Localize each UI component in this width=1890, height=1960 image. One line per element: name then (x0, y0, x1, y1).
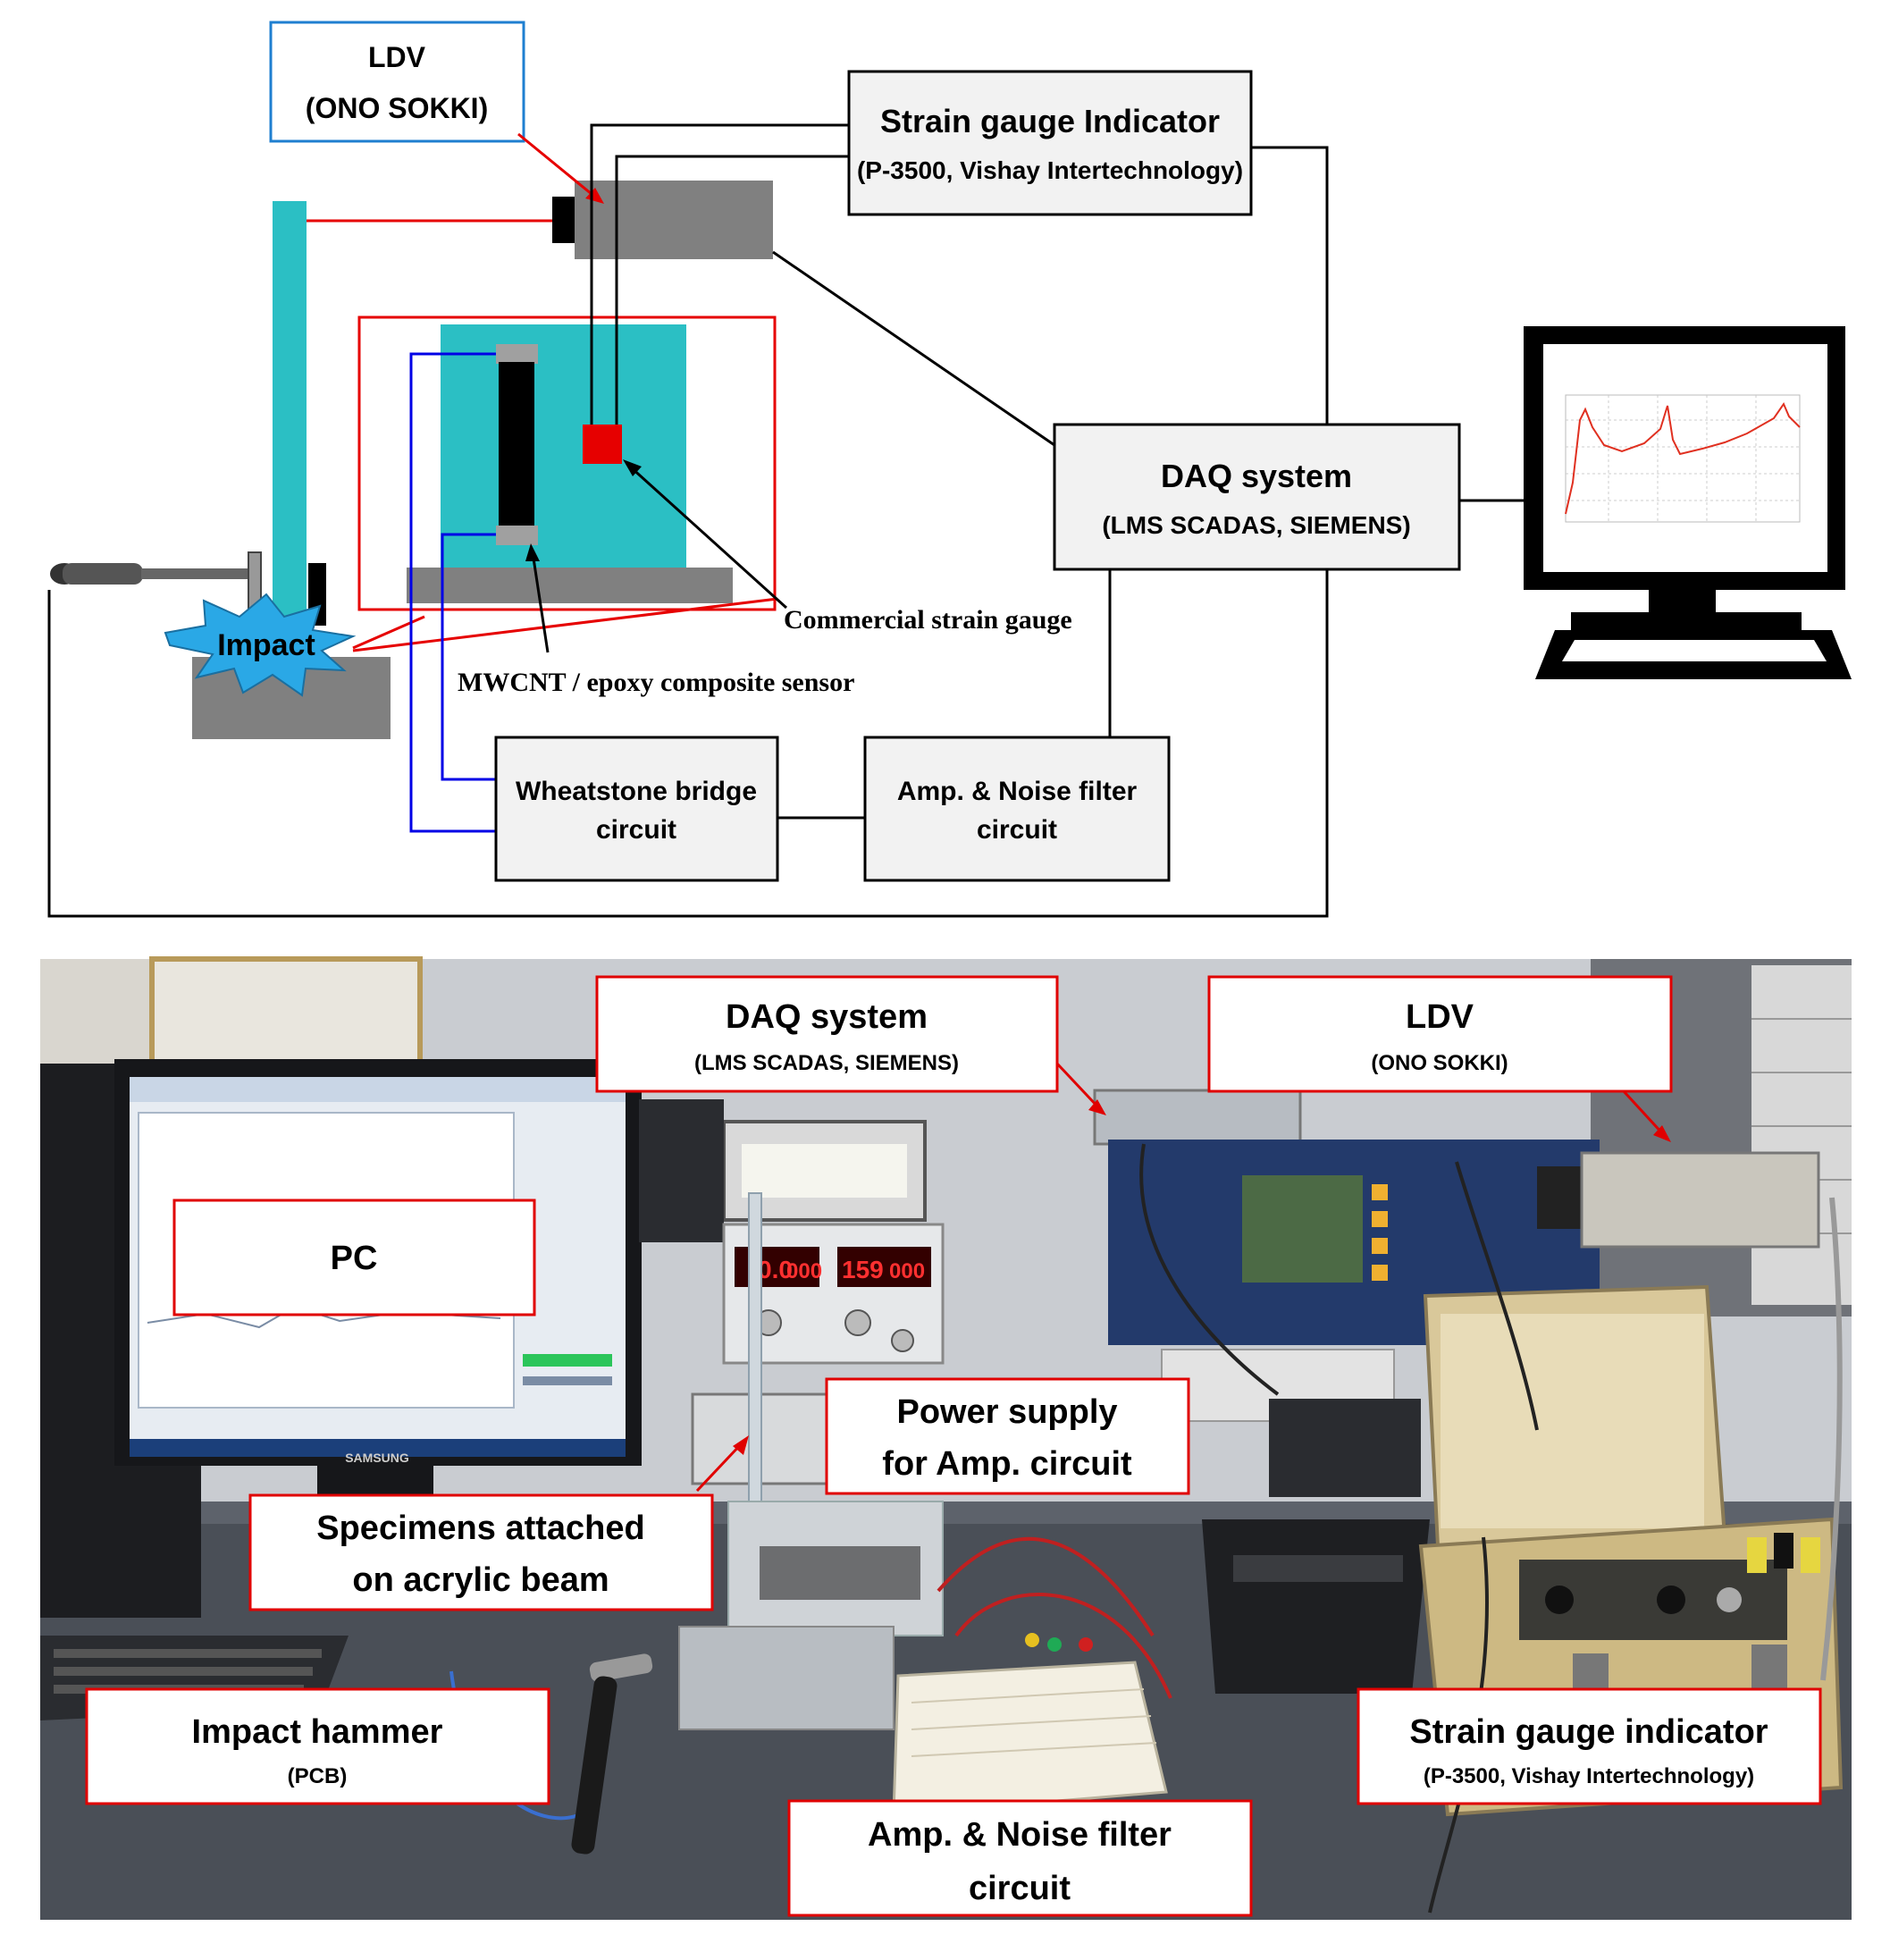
ldv-label-box (269, 21, 525, 143)
readout-left: 0.0 (758, 1256, 793, 1283)
photo-ldv-subtitle: (ONO SOKKI) (1371, 1051, 1508, 1075)
ldv-head (575, 181, 773, 259)
schematic-diagram: Impact LDV (ONO SOKKI) Strain gauge Indi… (47, 21, 1852, 918)
mwcnt-sensor-cap-bottom (496, 526, 538, 545)
daq-instrument (1093, 1089, 1600, 1422)
specimen-plate (441, 324, 686, 576)
frequency-response-curve (1565, 401, 1801, 515)
mwcnt-sensor-cap-top (496, 344, 538, 364)
commercial-gauge-arrowhead (623, 459, 642, 476)
impact-line-2 (352, 597, 778, 652)
commercial-gauge-pointer (628, 465, 788, 610)
photo-strain-title: Strain gauge indicator (1409, 1713, 1768, 1751)
amp-box (863, 736, 1171, 882)
photo-power-line2: for Amp. circuit (882, 1445, 1132, 1483)
mwcnt-pointer (531, 551, 550, 653)
wheatstone-line2: circuit (596, 815, 676, 845)
impact-burst-icon (164, 593, 357, 697)
ldv-head-lens (552, 197, 575, 243)
gauge-wire-1 (590, 123, 849, 425)
base-loop-wire (47, 146, 1329, 918)
photo-amp-line2: circuit (969, 1870, 1071, 1907)
photo-daq-title: DAQ system (726, 998, 928, 1036)
ldv-title: LDV (368, 41, 426, 73)
indicator-daq-wire (1251, 147, 1327, 425)
acrylic-beam (273, 201, 307, 666)
wheatstone-box (494, 736, 779, 882)
readout-right: 159 (842, 1256, 884, 1283)
monitor-brand: SAMSUNG (345, 1451, 409, 1465)
photo-daq-subtitle: (LMS SCADAS, SIEMENS) (694, 1051, 959, 1075)
mwcnt-sensor (499, 362, 534, 527)
readout-left2: 000 (786, 1259, 822, 1283)
label-amp-circuit: Amp. & Noise filter circuit (787, 1799, 1253, 1917)
photo-specimens-line1: Specimens attached (316, 1510, 644, 1547)
wheatstone-line1: Wheatstone bridge (516, 777, 757, 806)
daq-title: DAQ system (1161, 458, 1352, 494)
impact-line-1 (352, 615, 425, 650)
photo-hammer-title: Impact hammer (192, 1713, 443, 1751)
window-frame (149, 956, 423, 1069)
speaker-grille (639, 1099, 724, 1242)
photo-strain-subtitle: (P-3500, Vishay Intertechnology) (1424, 1764, 1754, 1788)
strain-indicator-box (847, 70, 1253, 216)
photo-hammer-subtitle: (PCB) (288, 1764, 348, 1788)
sensor-wire-blue-1 (409, 352, 496, 833)
breadboard (892, 1633, 1168, 1816)
strain-indicator-title: Strain gauge Indicator (880, 103, 1220, 139)
strain-indicator-case (1418, 1284, 1844, 1817)
acrylic-beam-specimens (678, 1192, 944, 1730)
amp-line2: circuit (977, 815, 1057, 845)
photo-pc-label: PC (331, 1240, 378, 1277)
pc-monitor-icon (1524, 326, 1852, 679)
photo-impact-hammer (571, 1653, 653, 1855)
strain-indicator-subtitle: (P-3500, Vishay Intertechnology) (857, 156, 1243, 184)
sensor-wire-blue-2 (441, 533, 496, 781)
keyboard-keys (54, 1649, 322, 1694)
daq-box (1053, 423, 1461, 571)
photo-ldv-title: LDV (1406, 998, 1474, 1036)
ldv-subtitle: (ONO SOKKI) (306, 92, 488, 124)
label-specimens: Specimens attached on acrylic beam (248, 1435, 749, 1611)
ldv-pointer-arrowhead (585, 188, 604, 204)
commercial-gauge-label: Commercial strain gauge (784, 605, 1072, 635)
label-impact-hammer: Impact hammer (PCB) (85, 1687, 550, 1805)
amp-line1: Amp. & Noise filter (897, 777, 1138, 806)
base-plate (407, 568, 733, 603)
fixture-frame (357, 315, 777, 611)
panel-meter-display (742, 1144, 907, 1198)
xy-stage (1202, 1399, 1430, 1694)
impact-label: Impact (217, 628, 315, 662)
label-pc: PC (172, 1199, 536, 1316)
daq-subtitle: (LMS SCADAS, SIEMENS) (1102, 511, 1410, 539)
mwcnt-label: MWCNT / epoxy composite sensor (458, 668, 854, 697)
ldv-camera (1537, 1151, 1820, 1249)
label-power-supply: Power supply for Amp. circuit (825, 1377, 1190, 1495)
photo-specimens-line2: on acrylic beam (352, 1561, 609, 1599)
photo-power-line1: Power supply (896, 1393, 1117, 1431)
lab-photo: SAMSUNG 0.0 000 159 000 (40, 956, 1852, 1920)
gauge-wire-2 (615, 155, 849, 425)
ldv-daq-wire (772, 250, 1055, 447)
label-daq: DAQ system (LMS SCADAS, SIEMENS) (595, 975, 1106, 1115)
photo-amp-line1: Amp. & Noise filter (868, 1816, 1172, 1854)
readout-right2: 000 (889, 1259, 925, 1283)
commercial-strain-gauge (583, 425, 622, 464)
mwcnt-arrowhead (525, 543, 540, 561)
label-ldv: LDV (ONO SOKKI) (1207, 975, 1673, 1142)
ldv-pointer-arrow (517, 132, 598, 200)
label-strain-indicator: Strain gauge indicator (P-3500, Vishay I… (1357, 1687, 1822, 1805)
